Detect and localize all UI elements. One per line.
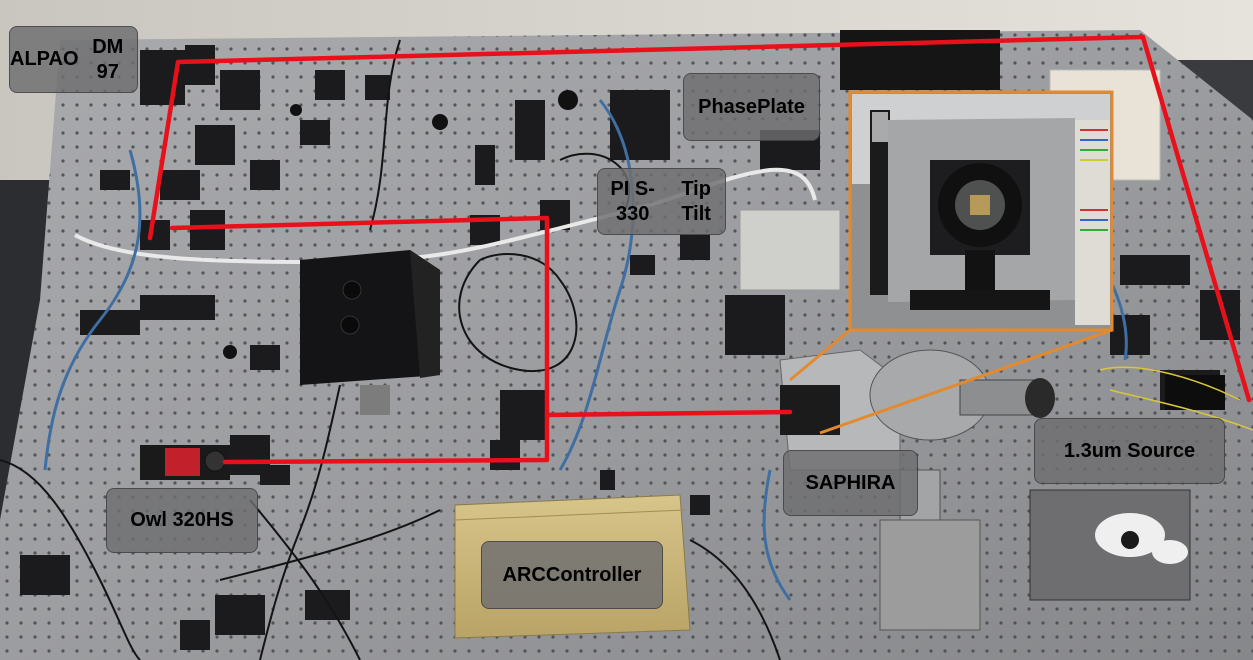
source-label-text: 1.3um Source — [1063, 439, 1196, 462]
saphira-label: SAPHIRA — [783, 450, 918, 516]
pi-tip-tilt-label: PI S-330 Tip Tilt — [597, 168, 726, 235]
black-enclosure-top — [840, 30, 1000, 90]
owl-camera — [140, 445, 230, 480]
arc-label-line2: Controller — [545, 563, 642, 586]
saphira-label-text: SAPHIRA — [805, 471, 896, 494]
pi-tip-tilt-label-line1: PI S-330 — [610, 177, 655, 225]
black-cables — [0, 39, 781, 660]
grey-electronics-box — [739, 209, 841, 291]
owl-320-hs-label: Owl 320 HS — [106, 488, 258, 553]
inset-callout-lines — [789, 328, 1113, 435]
beam-path — [147, 34, 1252, 465]
arc-controller-label: ARC Controller — [481, 541, 663, 609]
white-cable — [74, 167, 817, 265]
alpao-label-line2: DM 97 — [92, 35, 124, 83]
phase-plate-label: Phase Plate — [683, 73, 820, 141]
phase-plate-label-line1: Phase — [698, 95, 758, 118]
knobs — [223, 90, 578, 359]
yellow-fibers — [1099, 366, 1253, 431]
source-label: 1.3um Source — [1034, 418, 1225, 484]
black-enclosure-center — [300, 250, 440, 415]
owl-label-line1: Owl 320 — [130, 509, 206, 531]
alpao-dm97-label: ALPAO DM 97 — [9, 26, 138, 93]
optical-mounts — [20, 45, 1240, 650]
arc-label-line1: ARC — [502, 563, 546, 586]
alpao-label-line1: ALPAO — [10, 48, 79, 70]
pi-tip-tilt-label-line2: Tip Tilt — [681, 177, 711, 225]
inset-detector-closeup — [848, 90, 1114, 332]
phase-plate-label-line2: Plate — [757, 95, 805, 118]
owl-label-line2: HS — [205, 509, 234, 531]
source-electronics — [1029, 375, 1225, 601]
